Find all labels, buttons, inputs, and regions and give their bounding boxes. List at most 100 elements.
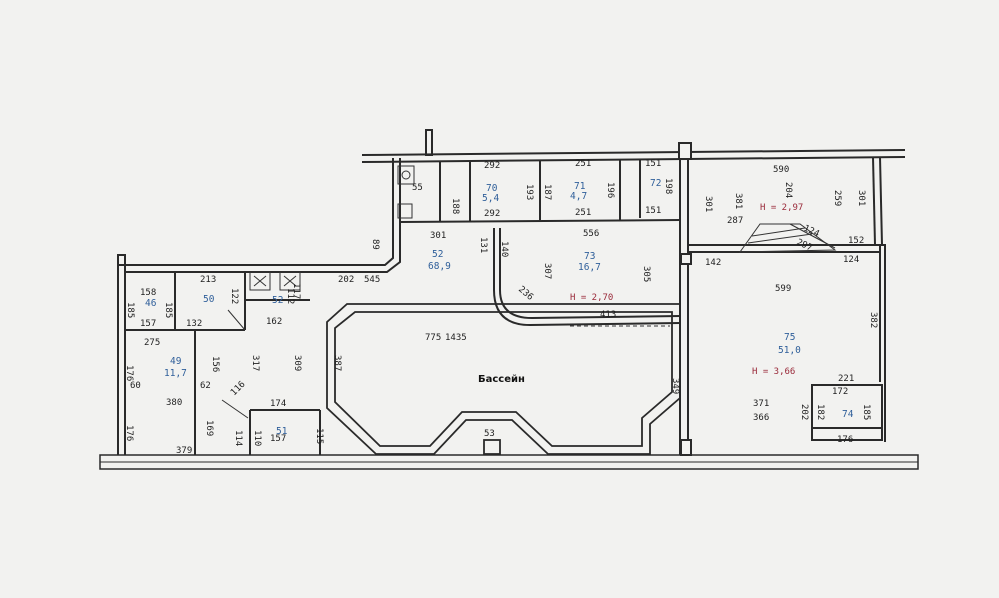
room-number: 72 <box>650 178 661 189</box>
dimension: 193 <box>524 184 534 200</box>
dimension: 172 <box>832 387 848 397</box>
room-area: 11,7 <box>164 368 187 379</box>
room-number: 50 <box>203 294 215 305</box>
dimension: 115 <box>314 428 324 444</box>
dimension: 124 <box>843 255 859 265</box>
dimension: 213 <box>200 275 216 285</box>
dimension: 387 <box>332 355 342 371</box>
dimension: 198 <box>663 178 673 194</box>
dimension: 307 <box>542 263 552 279</box>
dimension: 55 <box>412 183 423 193</box>
dimension: 176 <box>124 425 134 441</box>
dimension: 122 <box>229 288 239 304</box>
walls <box>99 129 919 470</box>
dimension: 152 <box>848 236 864 246</box>
dimension: 169 <box>204 420 214 436</box>
dimension: 221 <box>838 374 854 384</box>
dimension: 89 <box>370 239 380 250</box>
dimension: 157 <box>140 319 156 329</box>
room-number: 49 <box>170 356 182 367</box>
dimension: 140 <box>499 241 509 257</box>
dimension: 116 <box>229 380 248 399</box>
dimension: 590 <box>773 165 789 175</box>
room-area: 16,7 <box>578 262 601 273</box>
dimension: 182 <box>815 404 825 420</box>
dimension: 110 <box>252 430 262 446</box>
dimension: 309 <box>292 355 302 371</box>
dimension: 131 <box>478 237 488 253</box>
dimension: 371 <box>753 399 769 409</box>
dimension: 317 <box>250 355 260 371</box>
staircase <box>739 223 837 253</box>
dimension: 287 <box>727 216 743 226</box>
dimension: 349 <box>670 378 680 394</box>
dimension: 236 <box>516 285 535 303</box>
dimension: 292 <box>484 209 500 219</box>
dimension: 132 <box>186 319 202 329</box>
room-number: 75 <box>784 332 795 343</box>
dimension: 381 <box>733 193 743 209</box>
dimension: 204 <box>783 182 793 198</box>
dimension: 556 <box>583 229 599 239</box>
dimension: 259 <box>832 190 842 206</box>
dimension: 202 <box>338 275 354 285</box>
pool-basin <box>326 303 681 455</box>
dimension: 545 <box>364 275 380 285</box>
room-area: 68,9 <box>428 261 451 272</box>
room-labels: 70 5,4 71 4,7 72 52 68,9 73 16,7 75 51,0… <box>145 178 854 437</box>
dimension: 1435 <box>445 333 467 343</box>
dimension: 187 <box>542 184 552 200</box>
room-number: 52 <box>272 295 283 306</box>
dimension: 379 <box>176 446 192 456</box>
dimension: 185 <box>861 404 871 420</box>
dimension: 112 <box>285 288 295 304</box>
room-number: 73 <box>584 251 595 262</box>
dimension: 185 <box>163 302 173 318</box>
dimension: 151 <box>645 206 661 216</box>
dimension: 413 <box>600 310 616 320</box>
dimension: 114 <box>233 430 243 446</box>
room-number: 46 <box>145 298 157 309</box>
pool-label: Бассейн <box>478 374 525 385</box>
room-area: 5,4 <box>482 193 499 204</box>
dimension: 366 <box>753 413 769 423</box>
dimension: 117 <box>291 283 301 299</box>
dimension: 157 <box>270 434 286 444</box>
dimension: 60 <box>130 381 141 391</box>
room-number: 52 <box>432 249 443 260</box>
dimension: 202 <box>799 404 809 420</box>
dimension: 162 <box>266 317 282 327</box>
room-area: 4,7 <box>570 191 587 202</box>
dimension: 196 <box>605 182 615 198</box>
dimension: 62 <box>200 381 211 391</box>
dimension: 292 <box>484 161 500 171</box>
room-number: 70 <box>486 183 498 194</box>
height-mark-2: H = 2,70 <box>570 293 613 303</box>
dimension: 156 <box>210 356 220 372</box>
dimension: 188 <box>450 198 460 214</box>
dimension: 382 <box>868 312 878 328</box>
height-mark-3: H = 3,66 <box>752 367 795 377</box>
dimension: 176 <box>124 365 134 381</box>
dimension: 53 <box>484 429 495 439</box>
dimension: 151 <box>645 159 661 169</box>
height-mark-1: H = 2,97 <box>760 203 803 213</box>
dimension: 251 <box>575 159 591 169</box>
dimension: 301 <box>856 190 866 206</box>
dimension: 142 <box>705 258 721 268</box>
dimension: 185 <box>125 302 135 318</box>
dimension: 775 <box>425 333 441 343</box>
room-area: 51,0 <box>778 345 801 356</box>
fixtures <box>221 165 670 419</box>
room-number: 74 <box>842 409 854 420</box>
dimension: 275 <box>144 338 160 348</box>
dimension: 380 <box>166 398 182 408</box>
dimension: 251 <box>575 208 591 218</box>
dimension: 301 <box>703 196 713 212</box>
room-number: 71 <box>574 181 586 192</box>
dimension: 301 <box>430 231 446 241</box>
room-number: 51 <box>276 426 288 437</box>
dimension: 305 <box>641 266 651 282</box>
dimension: 158 <box>140 288 156 298</box>
